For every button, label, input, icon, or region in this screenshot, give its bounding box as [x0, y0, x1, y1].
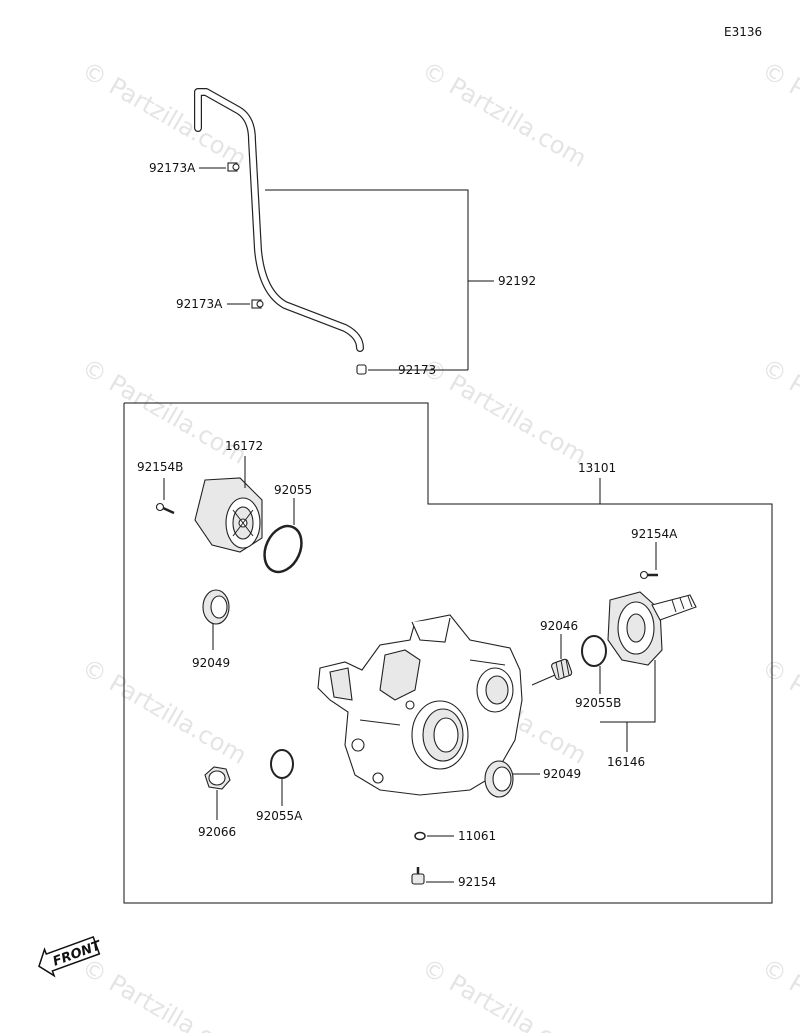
- o-ring-b-drawing: [581, 635, 607, 667]
- cover-drawing: [194, 477, 263, 553]
- gasket-drawing: [414, 831, 426, 841]
- needle-bearing-drawing: [531, 658, 573, 686]
- bolt-b-drawing: [155, 502, 175, 515]
- oil-seal-left-drawing: [202, 589, 230, 625]
- part-number-label[interactable]: 92066: [198, 825, 236, 839]
- assembly-boundary: [123, 402, 773, 904]
- hose-clamp-a-upper-drawing: [227, 162, 240, 172]
- oil-seal-right-drawing: [484, 760, 514, 798]
- bracket-line: [265, 189, 469, 370]
- part-number-label[interactable]: 16146: [607, 755, 645, 769]
- part-number-label[interactable]: 11061: [458, 829, 496, 843]
- gear-case-housing-drawing: [317, 614, 523, 796]
- watermark-layer: © Partzilla.com © Partzilla.com © Partzi…: [77, 56, 800, 1033]
- part-number-label[interactable]: 92055: [274, 483, 312, 497]
- watermark: © Partzilla.com: [757, 653, 800, 770]
- hose-drawing: [194, 88, 364, 352]
- part-number-label[interactable]: 92046: [540, 619, 578, 633]
- watermark: © Partzilla.com: [417, 953, 591, 1033]
- part-number-label[interactable]: 13101: [578, 461, 616, 475]
- part-number-label[interactable]: 92173A: [149, 161, 196, 175]
- part-number-label[interactable]: 92049: [192, 656, 230, 670]
- watermark: © Partzilla.com: [77, 653, 251, 770]
- watermark: © Partzilla.com: [77, 953, 251, 1033]
- watermark: © Partzilla.com: [757, 353, 800, 470]
- hose-clamp-drawing: [356, 364, 367, 375]
- output-housing-drawing: [607, 591, 697, 666]
- part-number-label[interactable]: 16172: [225, 439, 263, 453]
- part-number-label[interactable]: 92173: [398, 363, 436, 377]
- diagram-code: E3136: [724, 25, 762, 39]
- part-number-label[interactable]: 92192: [498, 274, 536, 288]
- o-ring-drawing: [263, 524, 303, 574]
- bracket-line: [600, 660, 656, 723]
- watermark: © Partzilla.com: [757, 56, 800, 173]
- watermark: © Partzilla.com: [77, 56, 251, 173]
- watermark: © Partzilla.com: [757, 953, 800, 1033]
- part-number-label[interactable]: 92055A: [256, 809, 303, 823]
- part-number-label[interactable]: 92055B: [575, 696, 621, 710]
- part-number-label[interactable]: 92154B: [137, 460, 183, 474]
- part-number-label[interactable]: 92154A: [631, 527, 678, 541]
- bolt-drawing: [411, 867, 425, 885]
- bolt-a-drawing: [639, 570, 658, 580]
- hose-clamp-a-lower-drawing: [251, 299, 264, 309]
- plug-drawing: [204, 766, 231, 790]
- part-number-label[interactable]: 92154: [458, 875, 496, 889]
- part-number-label[interactable]: 92049: [543, 767, 581, 781]
- watermark: © Partzilla.com: [417, 56, 591, 173]
- o-ring-a-drawing: [270, 749, 294, 779]
- part-number-label[interactable]: 92173A: [176, 297, 223, 311]
